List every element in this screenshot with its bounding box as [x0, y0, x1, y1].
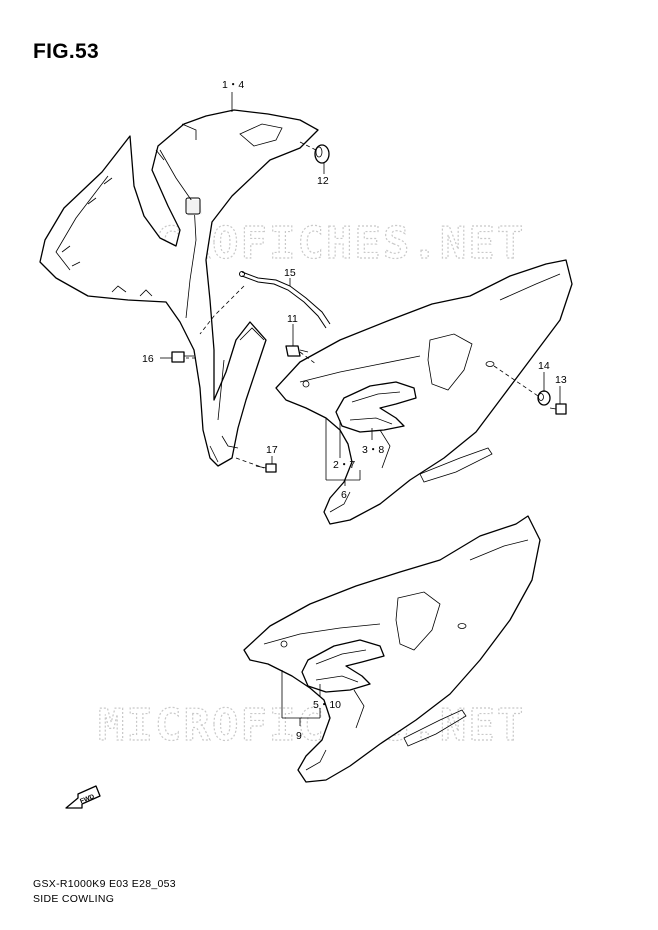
callout-6: 6	[341, 489, 347, 501]
callout-3-8: 3・8	[362, 444, 384, 456]
section-name: SIDE COWLING	[33, 893, 115, 905]
watermark-bottom: MICROFICHES.NET	[98, 700, 525, 751]
part-9-lower-side-cowling[interactable]	[243, 515, 541, 783]
callout-5-10: 5・10	[313, 699, 341, 711]
part-inner-fairing-panel[interactable]	[39, 109, 319, 467]
callout-1-4: 1・4	[222, 79, 244, 91]
callout-15: 15	[284, 267, 296, 279]
part-16-rivet[interactable]	[171, 351, 194, 363]
callout-11: 11	[287, 313, 298, 325]
callout-16: 16	[142, 353, 154, 365]
figure-title: FIG.53	[33, 40, 99, 63]
part-14-grommet[interactable]	[537, 390, 551, 406]
model-code: GSX-R1000K9 E03 E28_053	[33, 878, 176, 890]
part-11-screw[interactable]	[285, 345, 309, 357]
part-13-bolt[interactable]	[549, 403, 567, 415]
callout-17: 17	[266, 444, 278, 456]
part-12-grommet[interactable]	[314, 144, 330, 164]
part-15-stay[interactable]	[239, 271, 331, 329]
part-6-upper-side-cowling[interactable]	[275, 259, 573, 525]
leader-lines	[160, 92, 561, 726]
callout-9: 9	[296, 730, 302, 742]
part-17-screw[interactable]	[255, 463, 277, 473]
callout-14: 14	[538, 360, 550, 372]
callout-13: 13	[555, 374, 567, 386]
callout-2-7: 2・7	[333, 459, 355, 471]
fwd-arrow-icon: FWD	[65, 785, 101, 809]
callout-12: 12	[317, 175, 329, 187]
